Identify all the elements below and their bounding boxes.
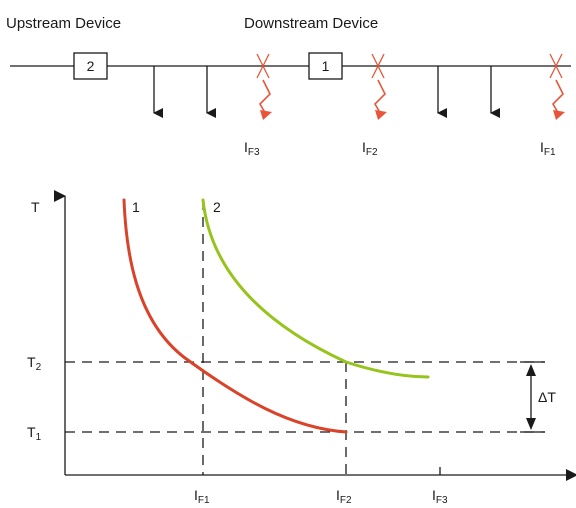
- fault-cross-icon: [256, 53, 270, 79]
- load-arrows: [153, 66, 500, 118]
- fault-f1-symbol: [549, 53, 565, 120]
- fault-cross-icon: [371, 53, 385, 79]
- t2-label: T2: [27, 354, 42, 373]
- fault-f3-symbol: [256, 53, 272, 120]
- lightning-icon: [373, 79, 386, 117]
- device-2-number: 2: [87, 58, 95, 74]
- upstream-device-label: Upstream Device: [6, 15, 121, 32]
- device-1-box: 1: [308, 52, 343, 80]
- curve-2-device-2: [201, 198, 430, 379]
- fault-f2-label: IF2: [362, 139, 378, 158]
- fault-cross-icon: [549, 53, 563, 79]
- curve-1-label: 1: [132, 199, 140, 215]
- device-2-box: 2: [73, 52, 108, 80]
- time-current-graph: T 1 2 T2 T1 ΔT IF1 IF2 IF3: [27, 190, 576, 506]
- lightning-icon: [258, 79, 271, 117]
- lightning-icon: [551, 79, 564, 117]
- x-tick-if1: IF1: [194, 487, 210, 506]
- lightning-arrow-icon: [375, 110, 387, 120]
- t1-label: T1: [27, 424, 42, 443]
- curve-1-device-1: [122, 198, 348, 434]
- x-tick-if3: IF3: [432, 487, 448, 506]
- device-1-number: 1: [322, 58, 330, 74]
- arrow-down-icon: [526, 418, 536, 430]
- lightning-arrow-icon: [553, 110, 565, 120]
- delta-t-label: ΔT: [538, 389, 556, 405]
- curve-2-label: 2: [213, 199, 221, 215]
- y-axis-label: T: [31, 199, 40, 215]
- lightning-arrow-icon: [260, 110, 272, 120]
- downstream-device-label: Downstream Device: [244, 15, 378, 32]
- fault-f3-label: IF3: [244, 139, 260, 158]
- fault-f2-symbol: [371, 53, 387, 120]
- delta-t-indicator: [520, 361, 545, 433]
- x-axis-arrow-icon: [566, 469, 576, 481]
- arrow-up-icon: [526, 364, 536, 376]
- x-tick-if2: IF2: [336, 487, 352, 506]
- fault-f1-label: IF1: [540, 139, 556, 158]
